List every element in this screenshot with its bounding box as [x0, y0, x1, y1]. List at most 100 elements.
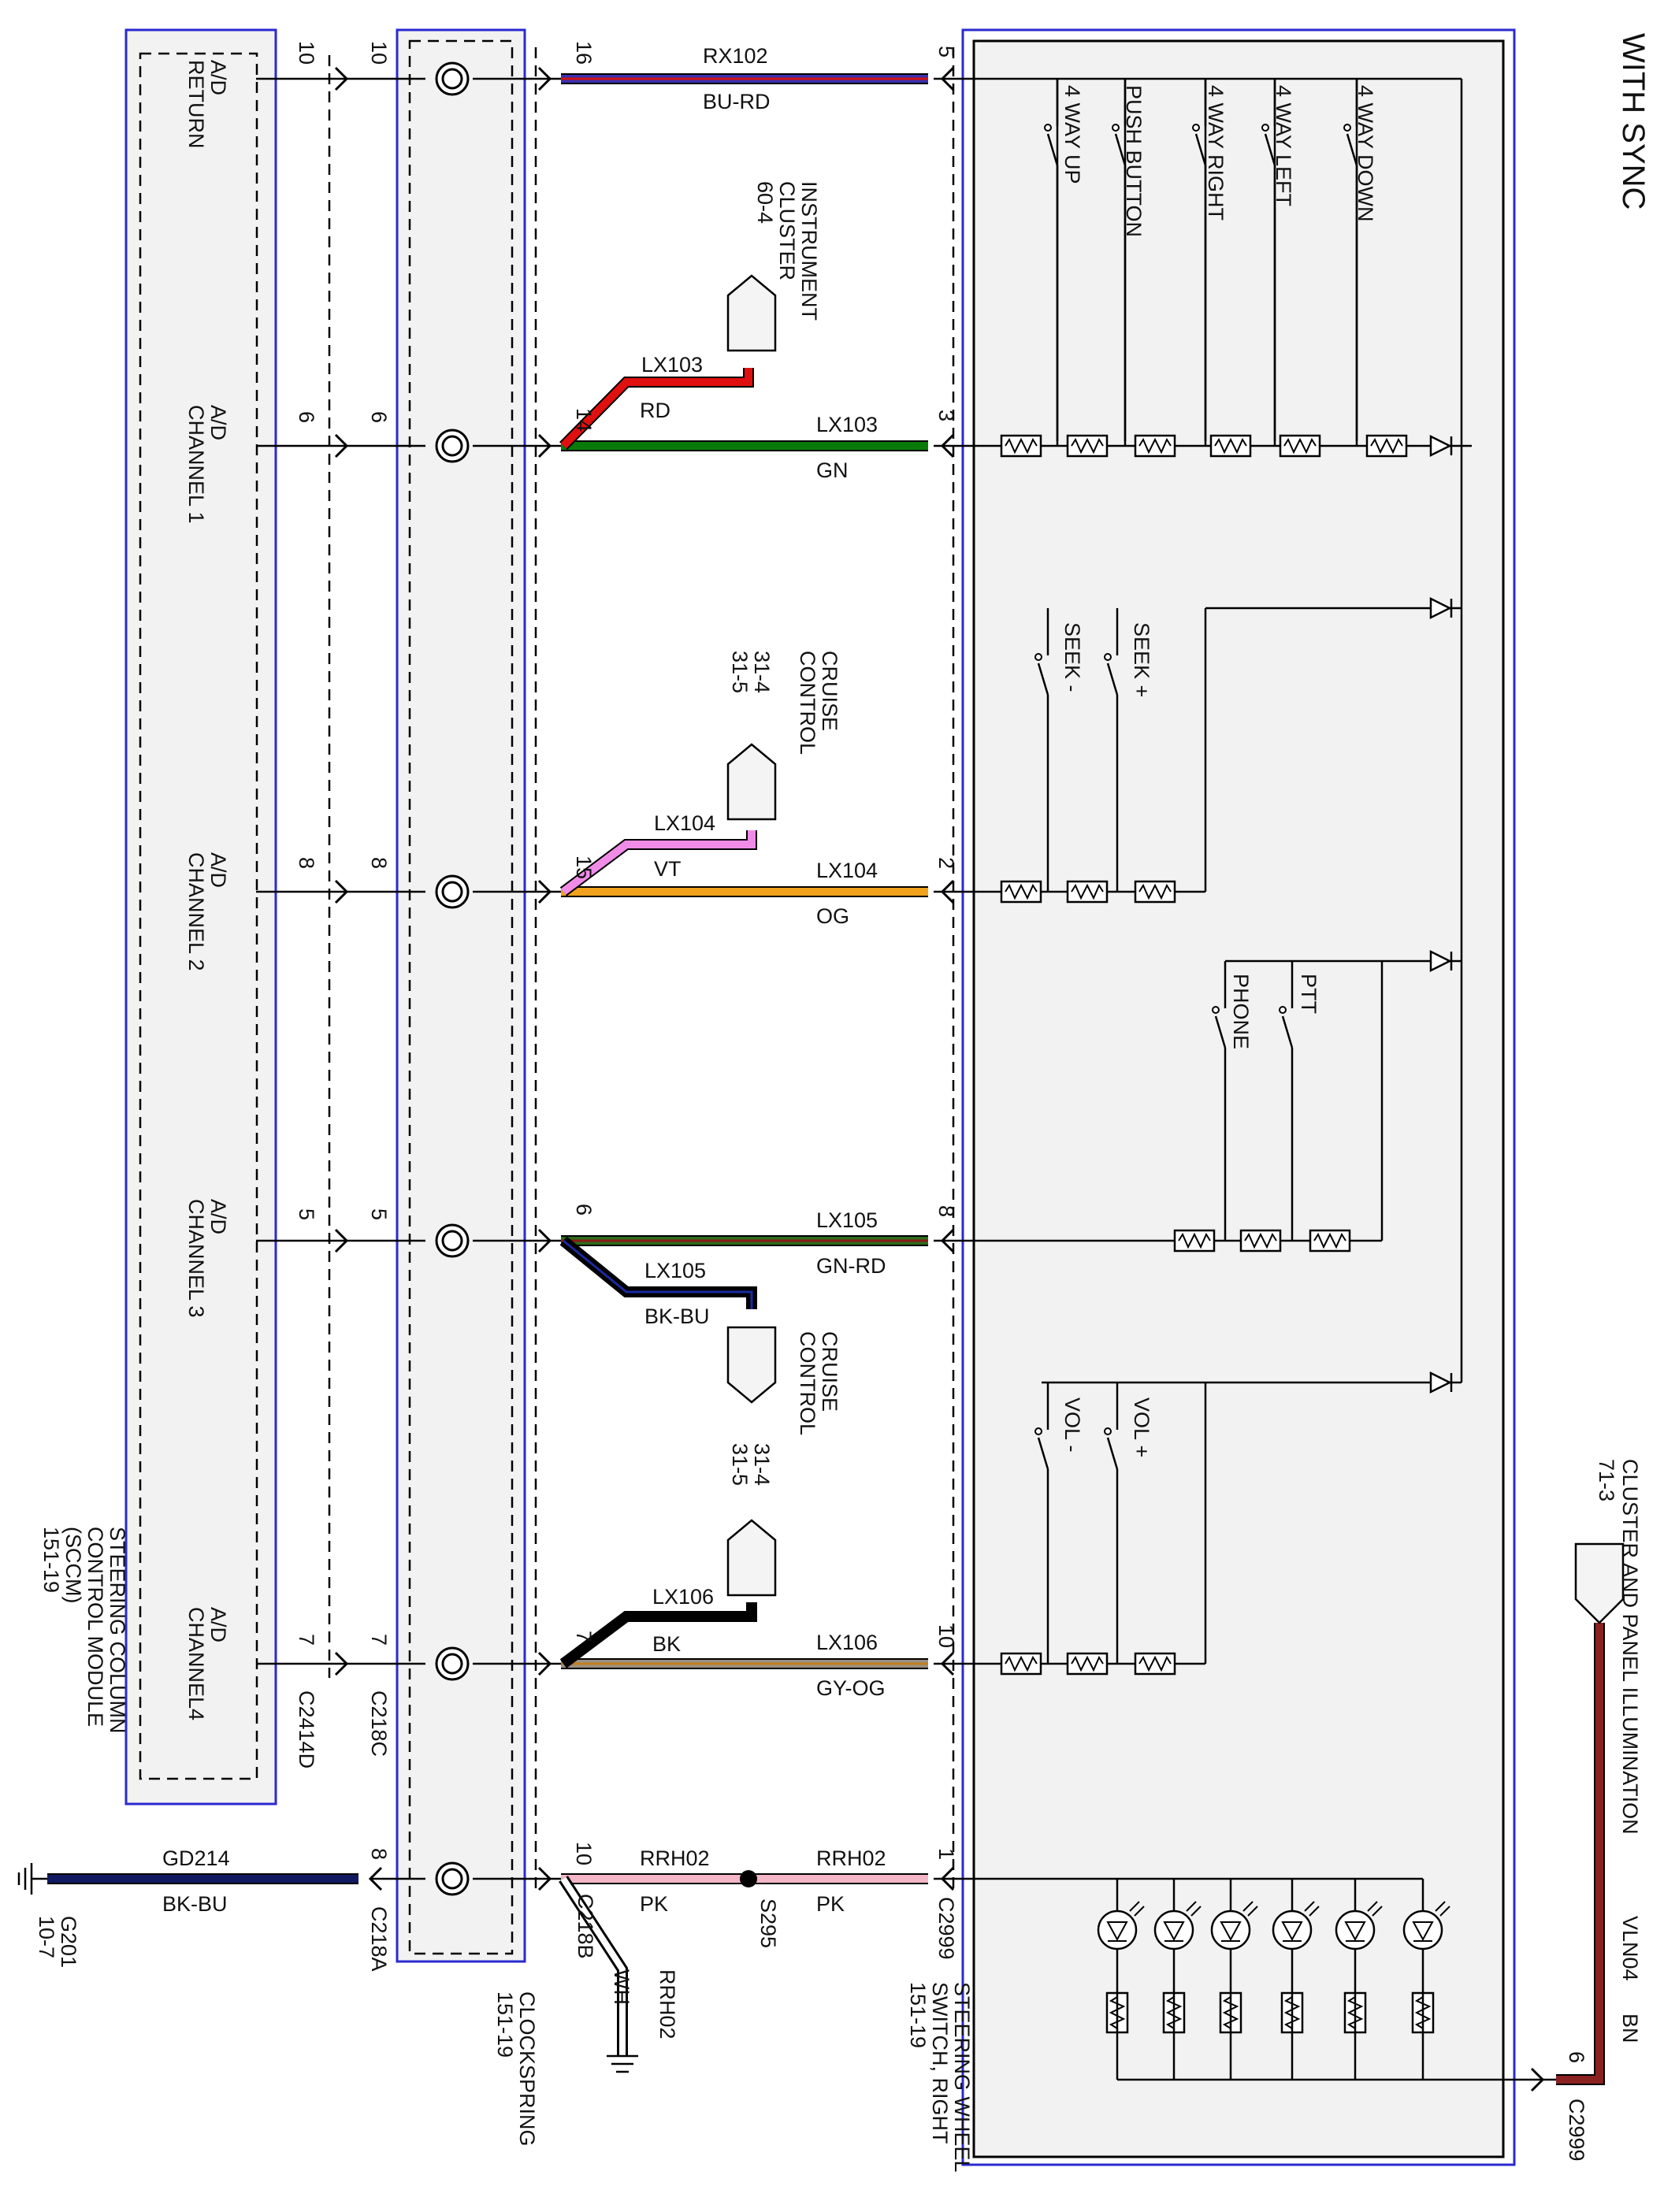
resistor-row4-zigzag — [1071, 1655, 1104, 1672]
sccm-pin-number: 7 — [295, 1634, 318, 1646]
switch-4way-blade — [1194, 133, 1207, 166]
illumination-leds — [1097, 1879, 1450, 2080]
clockspring-right-pins: 16 14 15 6 7 10 — [572, 41, 596, 1865]
resistor-row1-zigzag — [1214, 437, 1247, 455]
resistor-row3 — [1309, 1229, 1351, 1253]
sccm-label-return-1: A/D — [206, 60, 230, 95]
sccm-label-ch1-2: CHANNEL 1 — [184, 405, 208, 524]
illum-wire-outline — [1556, 1623, 1605, 2085]
switch-4way-blade — [1264, 133, 1276, 166]
switch-4way-blade — [1046, 133, 1059, 166]
resistor-illum-zigzag — [1283, 1996, 1301, 2029]
switch-name-line: STEERING WHEEL — [950, 1982, 974, 2173]
clockspring-ring — [435, 429, 470, 463]
resistor-row1 — [1209, 434, 1252, 458]
led-rays — [1435, 1901, 1450, 1917]
wire-circuit-label: LX106 — [816, 1631, 878, 1654]
dest-cruise-control: CRUISE — [818, 651, 841, 731]
dest-cruise-control: 31-5 — [728, 651, 752, 693]
illum-name: CLUSTER AND PANEL ILLUMINATION — [1618, 1459, 1642, 1835]
branch-circuit-label: LX105 — [644, 1259, 706, 1282]
clockspring-ring — [435, 1223, 470, 1258]
clockspring-entry-arrow — [537, 433, 552, 458]
clockspring-right-pin: 7 — [572, 1631, 596, 1642]
clockspring-left-pins: 10 6 8 5 7 8 — [367, 41, 391, 1860]
ground-circuit-label: GD214 — [162, 1846, 230, 1870]
switch-pin: 8 — [934, 1205, 958, 1217]
sccm-label-ch4-1: A/D — [206, 1607, 230, 1642]
clockspring-ring-inner — [441, 1230, 463, 1252]
clockspring-pin: 5 — [367, 1208, 391, 1220]
rrh-branch-circuit: RRH02 — [656, 1969, 679, 2039]
sccm-pin-labels: A/D RETURN A/D CHANNEL 1 A/D CHANNEL 2 A… — [184, 60, 230, 1720]
clockspring-pin-a: 8 — [367, 1848, 391, 1860]
resistor-row1-zigzag — [1071, 437, 1104, 455]
sccm-connector: C2414D — [295, 1691, 318, 1768]
switch-name: STEERING WHEEL SWITCH, RIGHT 151-19 — [906, 1982, 974, 2173]
clockspring-pin: 7 — [367, 1634, 391, 1646]
button-push-button: PUSH BUTTON — [1122, 85, 1146, 237]
resistor-row2-zigzag — [1071, 883, 1104, 900]
branch-labels: LX103 RD LX104 VT LX105 BK-BU LX106 BK — [640, 353, 715, 1656]
switch-module — [961, 28, 1516, 2166]
switch-pin: 2 — [934, 857, 958, 869]
dest-cruise-control-2: 31-4 — [750, 1443, 774, 1486]
illum-circuit-label: VLN04 — [1618, 1916, 1642, 1981]
resistor-row1-zigzag — [1283, 437, 1317, 455]
button-vol-minus: VOL - — [1060, 1397, 1084, 1453]
ground-name: 10-7 — [35, 1916, 58, 1958]
button-seek-minus: SEEK - — [1060, 622, 1084, 692]
ground-color-label: BK-BU — [162, 1892, 228, 1916]
sccm-name-line: STEERING COLUMN — [106, 1527, 129, 1734]
rrh-branch-color: WH — [610, 1969, 633, 2005]
clockspring-ring — [435, 874, 470, 909]
sccm-connector-arrow — [334, 879, 349, 904]
clockspring-right-pin: 10 — [572, 1842, 596, 1865]
diode-seek — [1429, 596, 1452, 620]
sccm-connector-arrow — [334, 1651, 349, 1676]
sccm-pin-numbers: 10 6 8 5 7 — [295, 41, 318, 1646]
sccm-connector-arrow — [334, 433, 349, 458]
resistor-row1-zigzag — [1138, 437, 1172, 455]
clockspring-right-pin: 14 — [572, 408, 596, 432]
sccm-label-ch2-2: CHANNEL 2 — [184, 852, 208, 971]
wire-circuit-label: RX102 — [703, 44, 768, 68]
clockspring-pin: 10 — [367, 41, 391, 65]
dest-instrument-cluster: CLUSTER — [775, 181, 799, 280]
led-diode — [1344, 1921, 1366, 1942]
rrh-ground-symbol — [607, 2054, 638, 2073]
diode-vol — [1429, 1371, 1452, 1394]
led-diode — [1412, 1921, 1434, 1942]
dest-cruise-control: CONTROL — [796, 651, 819, 755]
wire-labels: RX102 BU-RD LX103 GN LX104 OG LX105 GN-R… — [640, 44, 886, 1916]
resistor-row2-zigzag — [1005, 883, 1038, 900]
splice-label: S295 — [756, 1898, 780, 1948]
resistor-row4-zigzag — [1138, 1655, 1172, 1672]
branch-destinations: INSTRUMENT CLUSTER 60-4 CRUISE CONTROL 3… — [728, 181, 841, 1486]
clockspring-module — [396, 28, 526, 1963]
resistor-row1 — [1134, 434, 1176, 458]
switch-4way-contact — [1192, 124, 1200, 132]
dest-instrument-cluster: INSTRUMENT — [797, 181, 821, 321]
switch-4way-contact — [1261, 124, 1269, 132]
clockspring-pin: 8 — [367, 857, 391, 869]
switch-vol-plus-blade — [1106, 1437, 1119, 1470]
harness-wires — [561, 73, 928, 1887]
switch-vol-minus-contact — [1034, 1427, 1042, 1435]
switch-contacts — [1034, 79, 1358, 1664]
clockspring-ring-inner — [441, 881, 463, 903]
clockspring-connector-b: C218B — [574, 1894, 597, 1959]
button-4-way-down: 4 WAY DOWN — [1354, 85, 1377, 222]
ground-connector-arrow — [368, 1866, 383, 1891]
led-diode — [1163, 1921, 1185, 1942]
switch-illum-connector: C2999 — [1565, 2099, 1588, 2162]
switch-seek-plus-contact — [1104, 653, 1112, 661]
switch-pin: 5 — [934, 46, 958, 58]
sccm-connector-arrow — [334, 66, 349, 91]
led-rays — [1186, 1901, 1202, 1917]
switch-vol-plus-contact — [1104, 1427, 1112, 1435]
sccm-lines — [256, 77, 561, 1880]
resistor-illum-zigzag — [1165, 1996, 1183, 2029]
switch-seek-plus-blade — [1106, 662, 1119, 696]
